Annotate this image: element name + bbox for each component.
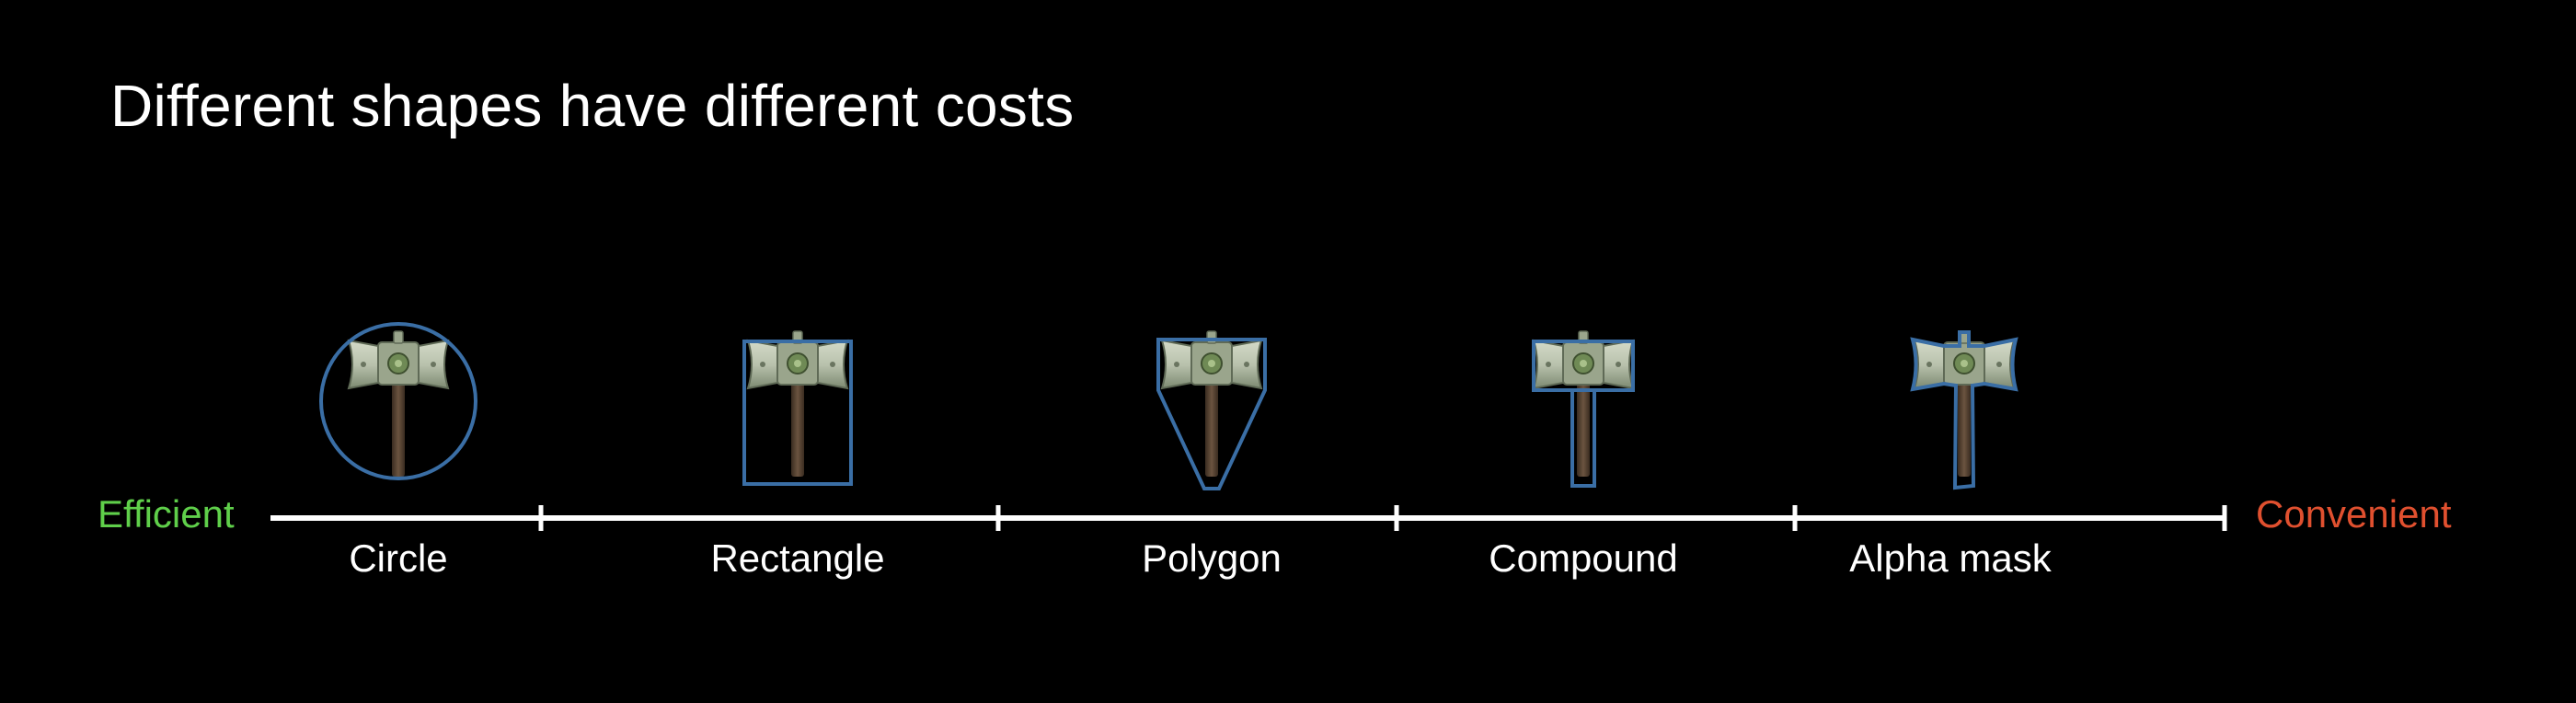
- shape-example-alpha-mask: [1910, 330, 2018, 490]
- alpha-mask-outline: [1910, 330, 2018, 490]
- shape-label-alpha-mask: Alpha mask: [1849, 536, 2052, 580]
- shape-label-compound: Compound: [1489, 536, 1678, 580]
- hammer-icon: [348, 330, 449, 478]
- shape-label-polygon: Polygon: [1142, 536, 1282, 580]
- shape-example-rectangle: [742, 330, 853, 486]
- polygon-outline: [1156, 338, 1267, 490]
- shape-label-rectangle: Rectangle: [710, 536, 885, 580]
- efficient-label: Efficient: [98, 492, 235, 536]
- compound-outline: [1532, 340, 1635, 488]
- hammer-icon: [1161, 330, 1262, 478]
- hammer-icon: [747, 330, 848, 478]
- rectangle-outline: [742, 340, 853, 486]
- hammer-icon: [1533, 330, 1634, 478]
- shape-label-circle: Circle: [349, 536, 448, 580]
- circle-outline: [319, 322, 477, 480]
- shape-example-compound: [1532, 330, 1635, 488]
- hammer-icon: [1914, 330, 2015, 478]
- convenient-label: Convenient: [2256, 492, 2452, 536]
- slide-title: Different shapes have different costs: [110, 73, 1075, 139]
- shape-example-polygon: [1156, 330, 1267, 490]
- shape-example-circle: [319, 322, 477, 480]
